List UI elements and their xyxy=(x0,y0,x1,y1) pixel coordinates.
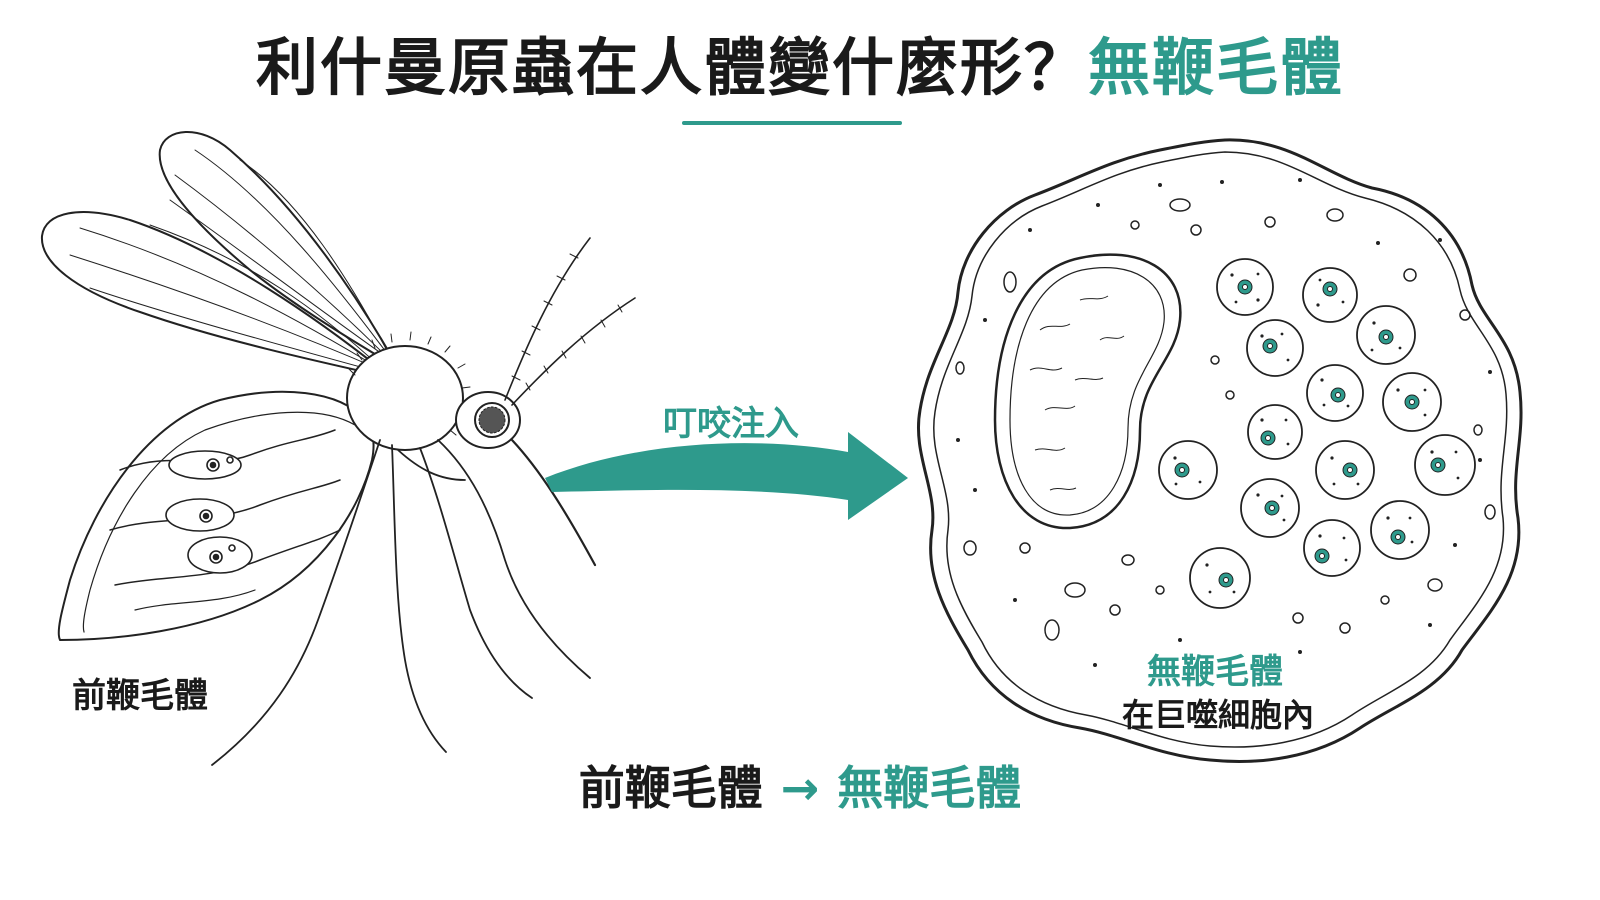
promastigote-cells xyxy=(165,450,253,574)
cytoplasm-dots xyxy=(956,178,1492,667)
amastigote-label: 無鞭毛體 xyxy=(1147,652,1283,692)
macrophage-nucleus xyxy=(993,253,1182,530)
sandfly-antennae xyxy=(504,237,636,406)
title-main: 利什曼原蟲在人體變什麼形？ xyxy=(255,31,1088,104)
sandfly-proboscis xyxy=(510,438,597,567)
curved-arrow-icon xyxy=(545,432,908,520)
title-underline xyxy=(682,121,902,125)
sandfly-upper-wing xyxy=(158,131,399,369)
page-title: 利什曼原蟲在人體變什麼形？無鞭毛體 xyxy=(0,28,1600,108)
sandfly-lower-wing xyxy=(40,211,393,379)
sandfly-legs xyxy=(211,439,591,766)
sandfly-thorax xyxy=(346,331,471,451)
macrophage-cell-icon xyxy=(917,138,1523,763)
sandfly-head xyxy=(455,391,521,449)
title-accent: 無鞭毛體 xyxy=(1088,31,1345,104)
location-label: 在巨噬細胞內 xyxy=(1122,696,1315,734)
macrophage-inner-membrane xyxy=(933,151,1508,748)
summary-from: 前鞭毛體 xyxy=(578,761,763,815)
cytoplasm-vesicles xyxy=(955,198,1496,641)
amastigote-cells xyxy=(1158,258,1476,609)
promastigote-label: 前鞭毛體 xyxy=(72,676,208,716)
summary-arrow-icon: → xyxy=(780,761,820,815)
summary-to: 無鞭毛體 xyxy=(837,761,1022,815)
sandfly-illustration-icon xyxy=(40,131,636,766)
transformation-summary: 前鞭毛體 → 無鞭毛體 xyxy=(0,752,1600,818)
bite-inject-label: 叮咬注入 xyxy=(663,404,799,444)
